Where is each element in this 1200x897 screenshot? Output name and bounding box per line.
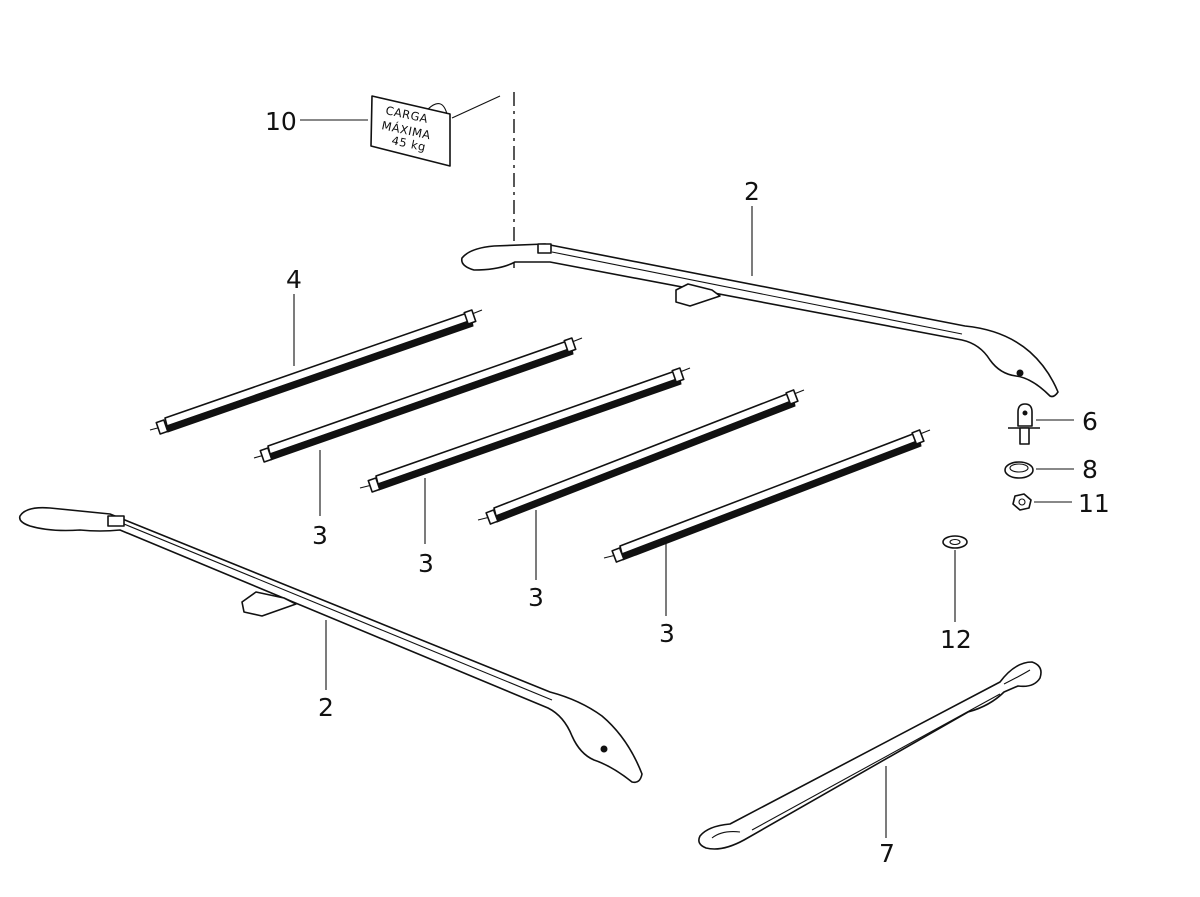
- washer-12: [942, 535, 968, 549]
- callout-8: 8: [1082, 455, 1098, 484]
- nut-11: [1012, 493, 1032, 511]
- cross-bar-3-b: [359, 367, 691, 493]
- callout-12: 12: [940, 625, 972, 654]
- callout-6: 6: [1082, 407, 1098, 436]
- callout-3-d: 3: [659, 619, 675, 648]
- grommet-8: [1004, 461, 1034, 479]
- callout-3-c: 3: [528, 583, 544, 612]
- callout-3-a: 3: [312, 521, 328, 550]
- callout-11: 11: [1078, 489, 1110, 518]
- bolt-6: [1008, 403, 1040, 445]
- cross-bar-3-d: [603, 429, 931, 563]
- callout-10: 10: [265, 107, 297, 136]
- roof-rail-upper: [460, 243, 1059, 398]
- cover-trim-7: [698, 661, 1042, 850]
- roof-rail-lower: [18, 506, 643, 784]
- load-sticker: CARGA MÁXIMA 45 kg: [370, 95, 451, 167]
- callout-2-lower: 2: [318, 693, 334, 722]
- cross-bar-3-a: [253, 337, 583, 463]
- leader-line-10-sticker: [451, 95, 501, 119]
- callout-3-b: 3: [418, 549, 434, 578]
- cross-bar-3-c: [477, 389, 805, 525]
- callout-7: 7: [879, 839, 895, 868]
- callout-2-upper: 2: [744, 177, 760, 206]
- callout-4: 4: [286, 265, 302, 294]
- cross-bar-4: [149, 309, 483, 435]
